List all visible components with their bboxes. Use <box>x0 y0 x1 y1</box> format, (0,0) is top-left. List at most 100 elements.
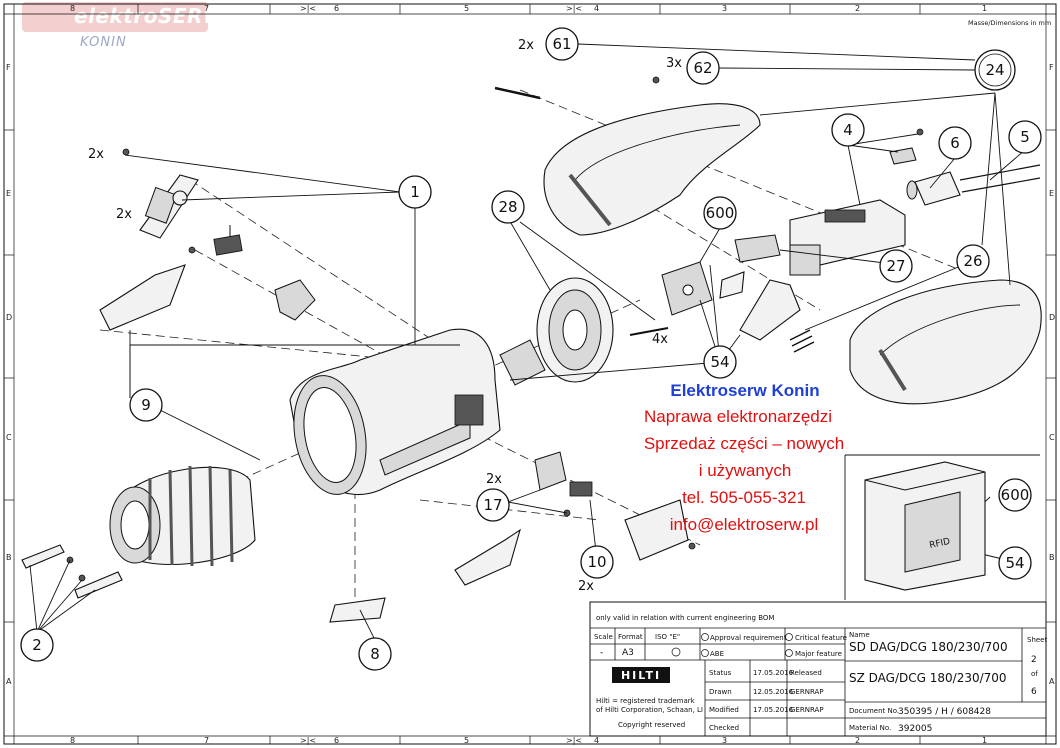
checkbox-icon <box>785 633 793 641</box>
screw-part <box>78 574 86 582</box>
frame-row-label: E <box>1049 189 1054 198</box>
svg-text:>|<: >|< <box>566 4 582 13</box>
svg-text:>|<: >|< <box>566 736 582 745</box>
document-label: Document No. <box>849 707 899 715</box>
dimensions-note: Masse/Dimensions in mm <box>968 19 1051 27</box>
callout-balloon: 1 <box>398 175 432 209</box>
status-value: Released <box>790 669 822 677</box>
electronics-ring-part <box>536 277 614 383</box>
frame-row-label: A <box>1049 677 1055 686</box>
handle-half-upper-part <box>543 103 761 236</box>
power-cable-part <box>959 164 1041 193</box>
svg-text:600: 600 <box>1001 486 1030 504</box>
callout-balloon: 54 <box>998 546 1032 580</box>
electronics-board-part <box>789 199 906 276</box>
watermark-brand: elektroSERW <box>74 4 226 28</box>
svg-text:8: 8 <box>370 645 380 663</box>
stator-part <box>109 465 256 567</box>
iso-label: ISO "E" <box>655 633 680 641</box>
svg-text:9: 9 <box>141 396 151 414</box>
frame-col-label: 1 <box>982 4 987 13</box>
callout-balloon: 54 <box>703 345 737 379</box>
callout-balloon: 24 <box>974 49 1016 91</box>
qty-label: 2x <box>578 579 594 594</box>
copyright: Copyright reserved <box>618 721 685 729</box>
frame-col-label: 3 <box>722 4 727 13</box>
motor-housing-part <box>289 328 501 496</box>
handle-half-lower-part <box>849 279 1042 405</box>
carbon-brush-part <box>213 225 243 256</box>
spring-part <box>789 329 815 353</box>
abe-label: ABE <box>710 650 724 658</box>
svg-text:2: 2 <box>32 636 42 654</box>
qty-label: 2x <box>116 207 132 222</box>
cover-plate-part <box>454 528 521 586</box>
frame-col-label: 5 <box>464 4 469 13</box>
watermark-city: KONIN <box>80 35 127 50</box>
callout-balloon: 26 <box>956 244 990 278</box>
drawn-date: 12.05.2016 <box>753 688 794 696</box>
callout-balloon: 5 <box>1008 120 1042 154</box>
name-label: Name <box>849 631 870 639</box>
material-number: 392005 <box>898 724 932 734</box>
callout-balloon: 2 <box>20 628 54 662</box>
svg-text:5: 5 <box>1020 128 1030 146</box>
critical-feature-label: Critical feature <box>795 634 847 642</box>
svg-text:28: 28 <box>498 198 517 216</box>
screw-part <box>494 86 541 100</box>
screw-part <box>916 128 924 136</box>
screw-part <box>188 246 196 254</box>
shop-phone: tel. 505-055-321 <box>682 488 806 507</box>
cover-plate-part <box>99 264 186 331</box>
end-cap-part <box>139 174 199 239</box>
rfid-module-part <box>661 261 713 316</box>
stator-clamp <box>74 571 123 599</box>
frame-row-label: D <box>1049 313 1055 322</box>
callout-balloon: 600 <box>998 478 1032 512</box>
callout-balloon: 61 <box>545 27 579 61</box>
material-label: Material No. <box>849 724 891 732</box>
carbon-brush-part <box>569 481 593 497</box>
shop-overlay: Elektroserw Konin Naprawa elektronarzędz… <box>644 381 844 534</box>
sheet-label: Sheet <box>1027 636 1047 644</box>
brush-cover-part <box>624 499 689 561</box>
svg-text:54: 54 <box>1005 554 1024 572</box>
frame-row-label: B <box>6 553 12 562</box>
svg-text:10: 10 <box>587 553 606 571</box>
trademark-line2: of Hilti Corporation, Schaan, LI <box>596 706 703 714</box>
frame-row-label: C <box>1049 433 1055 442</box>
brush-holder-part <box>274 279 316 321</box>
frame-col-label: 4 <box>594 736 599 745</box>
format-value: A3 <box>622 648 634 658</box>
frame-col-label: 8 <box>70 4 75 13</box>
scale-value: - <box>600 648 603 658</box>
cable-sleeve-part <box>914 171 961 206</box>
frame-row-label: A <box>6 677 12 686</box>
frame-col-label: 2 <box>855 4 860 13</box>
frame-row-label: F <box>1049 63 1054 72</box>
shop-email: info@elektroserw.pl <box>670 515 819 534</box>
shop-sales-line1: Sprzedaż części – nowych <box>644 434 844 453</box>
frame-col-label: 6 <box>334 4 339 13</box>
frame-row-label: E <box>6 189 11 198</box>
svg-text:24: 24 <box>985 61 1004 79</box>
status-date: 17.05.2016 <box>753 669 794 677</box>
frame-col-label: 7 <box>204 736 209 745</box>
trigger-lever-part <box>739 279 801 341</box>
svg-text:62: 62 <box>693 59 712 77</box>
status-label: Status <box>709 669 732 677</box>
rfid-plate-part <box>719 271 745 299</box>
svg-text:61: 61 <box>552 35 571 53</box>
modified-date: 17.05.2016 <box>753 706 794 714</box>
checked-label: Checked <box>709 724 739 732</box>
checkbox-icon <box>701 649 709 657</box>
callout-balloon: 62 <box>686 51 720 85</box>
type-label-part <box>329 597 386 623</box>
frame-col-label: 6 <box>334 736 339 745</box>
of-label: of <box>1031 670 1038 678</box>
callout-balloon: 27 <box>879 249 913 283</box>
major-feature-label: Major feature <box>795 650 842 658</box>
svg-text:6: 6 <box>950 134 960 152</box>
frame-row-label: B <box>1049 553 1055 562</box>
